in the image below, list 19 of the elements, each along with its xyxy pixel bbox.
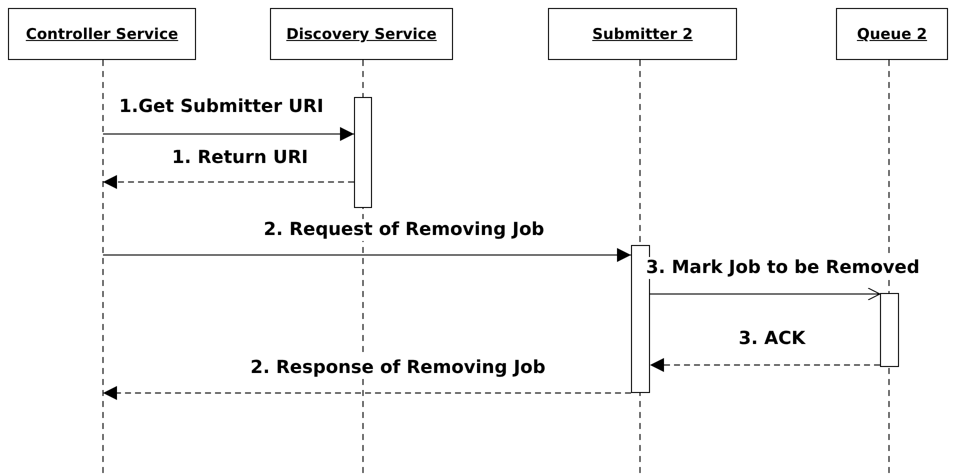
- participant-box: [270, 8, 453, 60]
- message-arrow: [102, 175, 354, 189]
- message-arrow: [650, 288, 880, 300]
- message-arrow: [650, 358, 880, 372]
- participant-box: [548, 8, 737, 60]
- message-label: 3. Mark Job to be Removed: [645, 257, 921, 279]
- participant-name: Queue 2: [856, 25, 928, 43]
- activation-bar: [880, 293, 899, 367]
- message-label: 2. Request of Removing Job: [262, 219, 546, 241]
- participant-name: Controller Service: [26, 25, 178, 43]
- participant-box: [836, 8, 948, 60]
- participant-box: [8, 8, 196, 60]
- activation-bar: [354, 97, 372, 208]
- message-arrow: [102, 386, 632, 400]
- participant-name: Discovery Service: [286, 25, 437, 43]
- message-label: 2. Response of Removing Job: [249, 357, 547, 379]
- message-arrow: [102, 127, 354, 141]
- participant-name: Submitter 2: [592, 25, 693, 43]
- message-arrow: [102, 248, 632, 262]
